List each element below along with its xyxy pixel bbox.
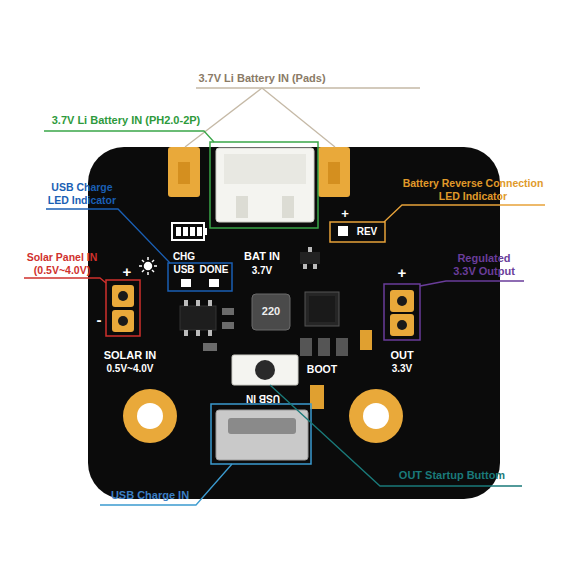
chip-pin <box>208 330 212 336</box>
battery-pad <box>318 147 350 197</box>
chip-pin <box>303 264 307 269</box>
callout-label: 3.7V Li Battery IN (PH2.0-2P) <box>26 114 226 127</box>
mounting-hole <box>123 389 177 443</box>
sot-chip <box>300 252 320 264</box>
chip-pin <box>308 247 312 252</box>
leader-line <box>24 278 106 283</box>
button-cap <box>255 360 275 380</box>
silkscreen-label: CHG <box>169 251 199 263</box>
smd-capacitor <box>318 338 330 356</box>
silkscreen-label: + <box>335 206 355 222</box>
silkscreen-label: 3.7V <box>242 265 282 277</box>
pad-hole <box>328 162 340 184</box>
silkscreen-label: 3.3V <box>382 363 422 375</box>
chip-pin <box>313 264 317 269</box>
silkscreen-label: 0.5V~4.0V <box>95 363 165 375</box>
callout-label: USB Charge LED Indicator <box>42 181 122 206</box>
output-pad <box>390 314 414 336</box>
silkscreen-label: BOOT <box>302 363 342 376</box>
silkscreen-label: + <box>392 264 412 282</box>
silkscreen-label: DONE <box>197 264 231 276</box>
pad-hole <box>178 162 190 184</box>
pad-hole <box>397 296 407 306</box>
callout-label: OUT Startup Buttom <box>382 469 522 482</box>
silkscreen-label: USB IN <box>238 392 288 404</box>
highlight-box <box>210 142 318 228</box>
jst-connector <box>216 148 314 222</box>
highlight-box <box>168 263 232 291</box>
highlight-box <box>211 404 311 464</box>
mounting-hole <box>137 403 163 429</box>
chip-pin <box>184 300 188 306</box>
pad-hole <box>397 320 407 330</box>
leader-line <box>384 205 545 222</box>
solar-pad <box>112 285 134 307</box>
connector-pin <box>236 196 248 218</box>
done-led <box>209 279 219 287</box>
micro-usb <box>216 410 308 460</box>
usb-opening <box>228 418 296 434</box>
tantalum-capacitor <box>310 385 324 409</box>
silkscreen-label: REV <box>352 226 382 238</box>
silkscreen-label: + <box>117 263 137 281</box>
leader-line <box>270 385 522 486</box>
connector-slot <box>224 154 306 184</box>
leader-line <box>196 87 420 88</box>
charger-chip <box>180 306 216 330</box>
mounting-hole <box>363 403 389 429</box>
callout-label: Solar Panel IN (0.5V~4.0V) <box>22 251 102 276</box>
silkscreen-label: - <box>91 311 107 329</box>
chip-pin <box>208 300 212 306</box>
highlight-box <box>330 222 385 242</box>
smd-resistor <box>222 308 234 315</box>
battery-icon <box>172 223 204 240</box>
silkscreen-label: SOLAR IN <box>95 349 165 362</box>
mounting-hole <box>349 389 403 443</box>
battery-icon <box>183 227 188 236</box>
callout-label: 3.7V Li Battery IN (Pads) <box>132 72 392 85</box>
callout-label: Regulated 3.3V Output <box>448 252 520 278</box>
pcb-board <box>88 147 500 499</box>
battery-icon <box>190 227 195 236</box>
callout-label: Battery Reverse Connection LED Indicator <box>398 177 548 202</box>
chip-pin <box>184 330 188 336</box>
chg-led <box>181 279 191 287</box>
smd-resistor <box>222 322 234 329</box>
battery-pad <box>168 147 200 197</box>
silkscreen-label: USB <box>169 264 199 276</box>
battery-icon <box>204 228 207 235</box>
pad-hole <box>118 291 128 301</box>
silkscreen-label: 220 <box>254 305 288 318</box>
highlight-box <box>384 284 420 340</box>
sun-icon <box>139 257 157 275</box>
silkscreen-label: BAT IN <box>237 250 287 263</box>
output-pad <box>390 290 414 312</box>
callout-label: USB Charge IN <box>95 489 205 502</box>
battery-icon <box>197 227 202 236</box>
leader-lines <box>24 88 545 505</box>
leader-line <box>44 131 214 142</box>
inductor <box>252 294 290 330</box>
smd-capacitor <box>336 338 348 356</box>
rev-led <box>338 226 348 236</box>
connector-pin <box>282 196 294 218</box>
smd-capacitor <box>203 343 217 351</box>
leader-line <box>420 281 524 286</box>
leader-line <box>262 88 335 147</box>
battery-icon <box>176 227 181 236</box>
chip-pin <box>196 300 200 306</box>
boot-button <box>232 355 298 385</box>
pad-hole <box>118 316 128 326</box>
tantalum-capacitor <box>360 330 372 350</box>
highlight-box <box>106 280 140 336</box>
boost-ic <box>305 292 339 326</box>
chip-pin <box>196 330 200 336</box>
solar-pad <box>112 310 134 332</box>
silkscreen-label: OUT <box>382 349 422 362</box>
smd-capacitor <box>300 338 312 356</box>
boost-ic <box>309 296 335 322</box>
